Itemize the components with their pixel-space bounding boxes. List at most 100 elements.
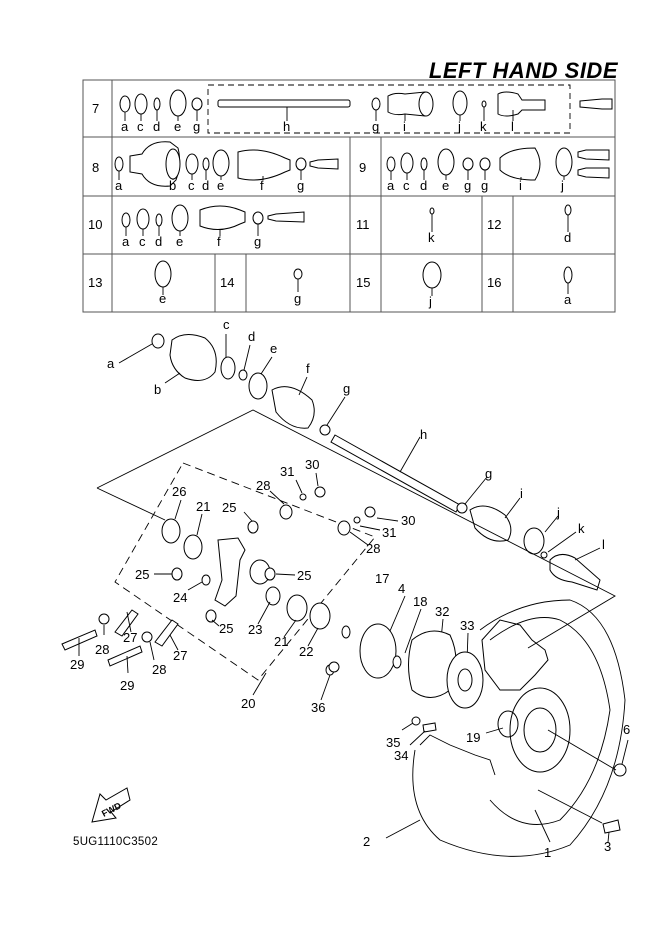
callout-number: 35 xyxy=(386,735,400,750)
callout-letter: l xyxy=(602,537,605,552)
part-letter: j xyxy=(560,178,564,193)
set-number: 13 xyxy=(88,275,102,290)
row-7-parts xyxy=(119,89,613,117)
part-letter: a xyxy=(115,178,123,193)
callout-number: 29 xyxy=(70,657,84,672)
callout-number: 34 xyxy=(394,748,408,763)
callout-number: 23 xyxy=(248,622,262,637)
callout-number: 28 xyxy=(256,478,270,493)
callout-number: 28 xyxy=(366,541,380,556)
knuckle-assembly xyxy=(61,486,376,676)
set-number: 9 xyxy=(359,160,366,175)
callout-number: 21 xyxy=(196,499,210,514)
callout-number: 28 xyxy=(95,642,109,657)
part-letter: g xyxy=(193,119,200,134)
row-10-parts xyxy=(121,204,305,232)
part-letter: d xyxy=(420,178,427,193)
part-letter: j xyxy=(457,119,461,134)
callout-number: 29 xyxy=(120,678,134,693)
callout-number: 22 xyxy=(299,644,313,659)
part-letter: a xyxy=(564,292,572,307)
part-letter: c xyxy=(188,178,195,193)
part-letter: g xyxy=(254,234,261,249)
callout-number: 30 xyxy=(401,513,415,528)
callout-number: 19 xyxy=(466,730,480,745)
callout-number: 30 xyxy=(305,457,319,472)
callout-number: 32 xyxy=(435,604,449,619)
callout-letter: a xyxy=(107,356,115,371)
part-letter: d xyxy=(153,119,160,134)
parts-kit-table xyxy=(82,79,616,313)
set-number: 14 xyxy=(220,275,234,290)
set-number: 8 xyxy=(92,160,99,175)
callout-number: 27 xyxy=(123,630,137,645)
part-letter: e xyxy=(442,178,449,193)
callout-letter: b xyxy=(154,382,161,397)
callout-number: 25 xyxy=(222,500,236,515)
callout-number: 26 xyxy=(172,484,186,499)
part-letter: l xyxy=(511,119,514,134)
part-letter: g xyxy=(294,291,301,306)
part-letter: d xyxy=(202,178,209,193)
part-letter: k xyxy=(428,230,435,245)
part-letter: g xyxy=(372,119,379,134)
part-letter: d xyxy=(155,234,162,249)
callout-number: 1 xyxy=(544,845,551,860)
part-letter: i xyxy=(403,119,406,134)
part-letter: f xyxy=(217,234,221,249)
part-letter: a xyxy=(122,234,130,249)
set-number: 16 xyxy=(487,275,501,290)
callout-letter: g xyxy=(485,466,492,481)
part-letter: e xyxy=(159,291,166,306)
set-number: 15 xyxy=(356,275,370,290)
callout-letter: g xyxy=(343,381,350,396)
callout-letter: e xyxy=(270,341,277,356)
callout-number: 20 xyxy=(241,696,255,711)
callout-number: 28 xyxy=(152,662,166,677)
wheel-assembly xyxy=(328,599,627,857)
callout-number: 25 xyxy=(135,567,149,582)
row-8-parts xyxy=(114,141,339,187)
callout-number: 31 xyxy=(280,464,294,479)
callout-letter: h xyxy=(420,427,427,442)
callout-number: 24 xyxy=(173,590,187,605)
part-letter: a xyxy=(387,178,395,193)
part-letter: g xyxy=(297,178,304,193)
callout-letter: f xyxy=(306,361,310,376)
callout-number: 25 xyxy=(297,568,311,583)
part-letter: k xyxy=(480,119,487,134)
set-number: 12 xyxy=(487,217,501,232)
callout-letter: k xyxy=(578,521,585,536)
callout-number: 31 xyxy=(382,525,396,540)
part-letter: b xyxy=(169,178,176,193)
part-letter: d xyxy=(564,230,571,245)
callout-number: 6 xyxy=(623,722,630,737)
driveshaft-assembly xyxy=(151,333,601,591)
part-letter: h xyxy=(283,119,290,134)
callout-letter: d xyxy=(248,329,255,344)
part-letter: c xyxy=(403,178,410,193)
callout-letter: i xyxy=(520,486,523,501)
part-letter: g xyxy=(464,178,471,193)
part-letter: e xyxy=(176,234,183,249)
callout-number: 3 xyxy=(604,839,611,854)
set-number: 11 xyxy=(356,217,370,232)
callout-letter: c xyxy=(223,317,230,332)
callout-number: 18 xyxy=(413,594,427,609)
callout-number: 27 xyxy=(173,648,187,663)
part-letter: i xyxy=(519,178,522,193)
part-letter: c xyxy=(139,234,146,249)
callout-number: 36 xyxy=(311,700,325,715)
part-letter: j xyxy=(428,294,432,309)
set-number: 7 xyxy=(92,101,99,116)
callout-number: 17 xyxy=(375,571,389,586)
part-letter: a xyxy=(121,119,129,134)
callout-number: 4 xyxy=(398,581,405,596)
part-letter: c xyxy=(137,119,144,134)
part-letter: f xyxy=(260,178,264,193)
diagram-title: LEFT HAND SIDE xyxy=(428,58,618,83)
row-9-parts xyxy=(386,147,610,181)
part-letter: g xyxy=(481,178,488,193)
callout-number: 2 xyxy=(363,834,370,849)
